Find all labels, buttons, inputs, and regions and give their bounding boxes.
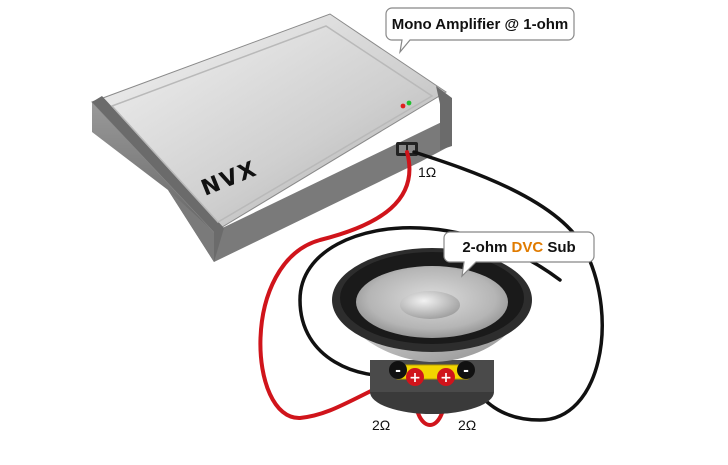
amplifier-end-cap-left bbox=[92, 96, 224, 262]
terminal-negative-left: - bbox=[389, 361, 407, 379]
wiring bbox=[258, 150, 604, 427]
green-led-icon bbox=[406, 100, 412, 106]
callout-suffix: Sub bbox=[543, 239, 576, 256]
terminal-sign: - bbox=[395, 363, 401, 379]
terminal-negative-right: - bbox=[457, 361, 475, 379]
subwoofer-callout: 2-ohm DVC Sub bbox=[443, 231, 595, 278]
terminal-sign: - bbox=[463, 363, 469, 379]
amplifier-top bbox=[91, 13, 447, 233]
terminal-screw-icon bbox=[408, 145, 415, 153]
coil-right-impedance-label: 2Ω bbox=[458, 417, 476, 433]
callout-bubble bbox=[385, 7, 575, 55]
mono-amplifier: NVX bbox=[91, 13, 452, 262]
amplifier-callout: Mono Amplifier @ 1-ohm bbox=[385, 7, 575, 55]
terminal-screw-icon bbox=[399, 145, 406, 153]
subwoofer-callout-text: 2-ohm DVC Sub bbox=[462, 239, 575, 256]
red-led-icon bbox=[400, 103, 406, 109]
amplifier-end-cap-right bbox=[436, 86, 452, 150]
callout-bubble bbox=[443, 231, 595, 278]
amplifier-front-side bbox=[168, 118, 450, 262]
amplifier-panel-line bbox=[110, 25, 434, 223]
negative-wire bbox=[412, 150, 604, 422]
amplifier-callout-text: Mono Amplifier @ 1-ohm bbox=[392, 16, 569, 33]
terminal-positive-right: + bbox=[437, 368, 455, 386]
amplifier-impedance-label: 1Ω bbox=[418, 164, 436, 180]
callout-prefix: 2-ohm bbox=[462, 239, 511, 256]
subwoofer-dust-cap bbox=[400, 291, 460, 319]
terminal-sign: + bbox=[409, 370, 421, 386]
terminal-sign: + bbox=[440, 370, 452, 386]
amplifier-left-side bbox=[92, 102, 214, 262]
callout-highlight: DVC bbox=[512, 239, 544, 256]
terminal-positive-left: + bbox=[406, 368, 424, 386]
positive-wire bbox=[258, 150, 412, 421]
dvc-subwoofer: - + + - bbox=[332, 248, 532, 414]
coil-left-impedance-label: 2Ω bbox=[372, 417, 390, 433]
